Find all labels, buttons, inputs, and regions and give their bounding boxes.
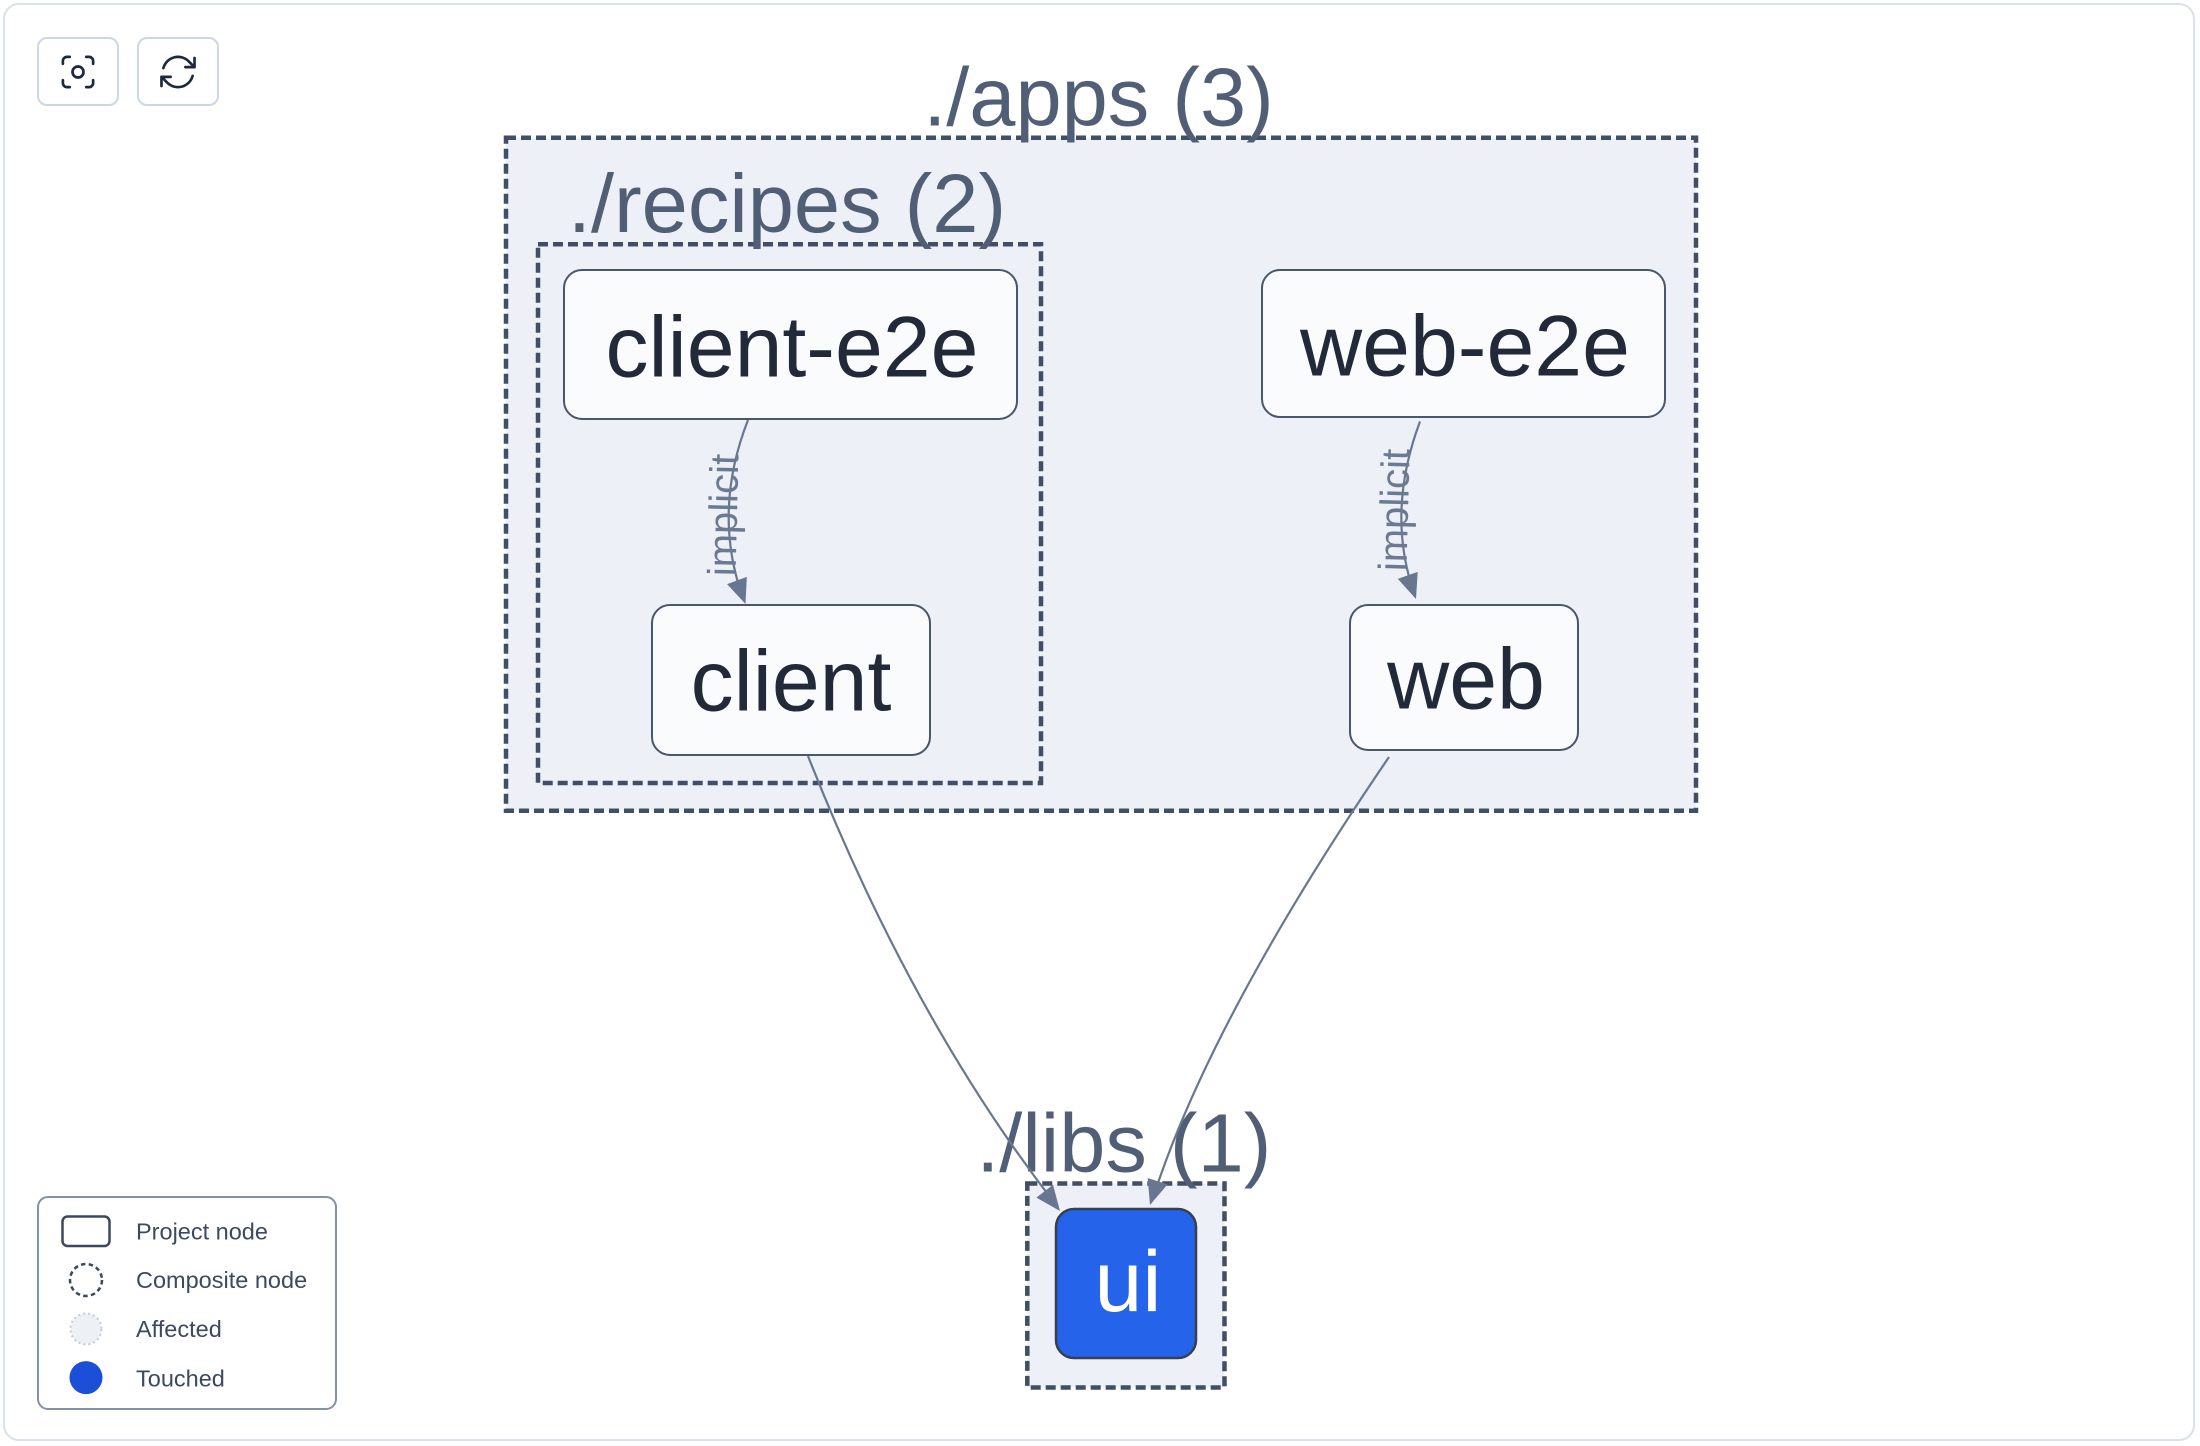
svg-text:implicit: implicit: [701, 453, 748, 576]
svg-text:implicit: implicit: [1371, 448, 1418, 571]
svg-text:web-e2e: web-e2e: [1299, 298, 1630, 394]
svg-text:./recipes (2): ./recipes (2): [568, 157, 1006, 250]
svg-text:./apps (3): ./apps (3): [923, 51, 1274, 144]
svg-text:web: web: [1386, 631, 1545, 727]
svg-text:Affected: Affected: [136, 1316, 222, 1342]
svg-text:client-e2e: client-e2e: [606, 299, 979, 395]
svg-text:client: client: [691, 633, 892, 729]
svg-text:./libs (1): ./libs (1): [976, 1096, 1271, 1189]
svg-text:Composite node: Composite node: [136, 1267, 307, 1293]
svg-text:Project node: Project node: [136, 1218, 268, 1244]
svg-text:Touched: Touched: [136, 1365, 225, 1391]
svg-text:ui: ui: [1095, 1234, 1162, 1330]
